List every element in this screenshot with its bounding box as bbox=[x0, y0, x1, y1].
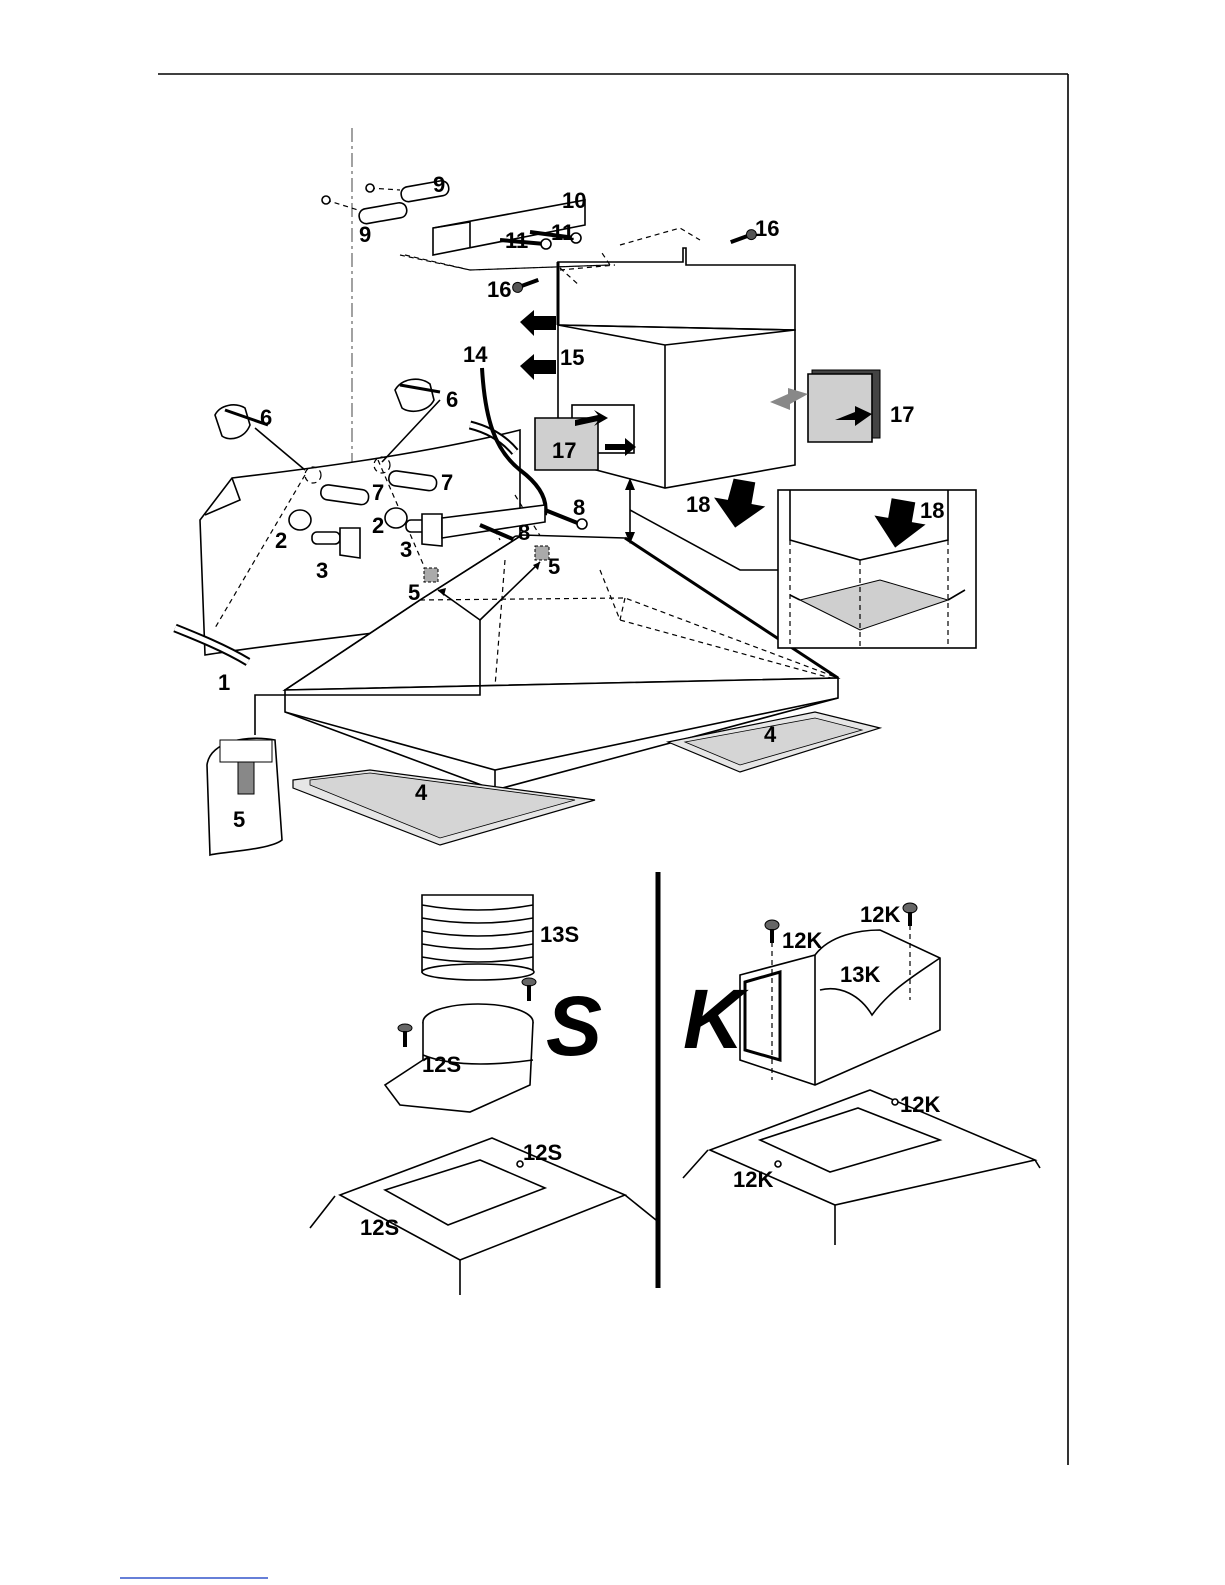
label-15: 15 bbox=[560, 345, 584, 370]
label-17a: 17 bbox=[552, 438, 576, 463]
label-7b: 7 bbox=[441, 470, 453, 495]
label-4a: 4 bbox=[415, 780, 428, 805]
chimney-upper bbox=[558, 248, 795, 330]
label-4b: 4 bbox=[764, 722, 777, 747]
label-16a: 16 bbox=[755, 216, 779, 241]
label-9a: 9 bbox=[433, 172, 445, 197]
label-14: 14 bbox=[463, 342, 488, 367]
label-3a: 3 bbox=[316, 558, 328, 583]
flex-duct-13s bbox=[422, 895, 534, 980]
label-12k-left: 12K bbox=[733, 1167, 773, 1192]
label-8a: 8 bbox=[518, 520, 530, 545]
label-12s-adapter: 12S bbox=[422, 1052, 461, 1077]
label-3b: 3 bbox=[400, 537, 412, 562]
label-11a: 11 bbox=[505, 228, 528, 253]
label-12s-top: 12S bbox=[523, 1140, 562, 1165]
label-5a: 5 bbox=[408, 580, 420, 605]
label-11b: 11 bbox=[551, 220, 574, 245]
label-12k-top: 12K bbox=[900, 1092, 940, 1117]
label-1: 1 bbox=[218, 670, 230, 695]
label-13k: 13K bbox=[840, 962, 880, 987]
label-13s: 13S bbox=[540, 922, 579, 947]
filter-17-side bbox=[808, 374, 872, 442]
label-16b: 16 bbox=[487, 277, 511, 302]
label-8b: 8 bbox=[573, 495, 585, 520]
section-k-letter: K bbox=[683, 972, 749, 1066]
label-7a: 7 bbox=[372, 480, 384, 505]
label-2a: 2 bbox=[275, 528, 287, 553]
label-5b: 5 bbox=[548, 554, 560, 579]
label-12k-screw-left: 12K bbox=[782, 928, 822, 953]
section-s-letter: S bbox=[546, 979, 602, 1073]
label-18b: 18 bbox=[920, 498, 944, 523]
label-5c: 5 bbox=[233, 807, 245, 832]
section-k bbox=[683, 903, 1040, 1245]
label-10: 10 bbox=[562, 188, 586, 213]
label-6b: 6 bbox=[446, 387, 458, 412]
label-12k-screw-right: 12K bbox=[860, 902, 900, 927]
label-6a: 6 bbox=[260, 405, 272, 430]
label-17b: 17 bbox=[890, 402, 914, 427]
label-9b: 9 bbox=[359, 222, 371, 247]
label-18a: 18 bbox=[686, 492, 710, 517]
label-2b: 2 bbox=[372, 513, 384, 538]
label-12s-left: 12S bbox=[360, 1215, 399, 1240]
